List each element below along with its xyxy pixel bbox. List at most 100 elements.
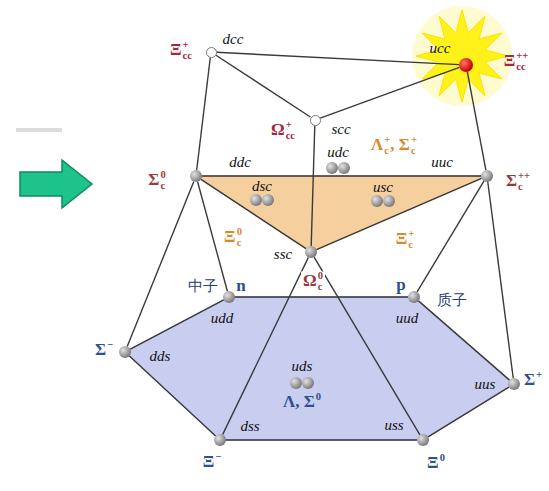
index-stack: c+ (408, 229, 414, 250)
subscript: cc (183, 51, 192, 62)
superscript: − (215, 452, 221, 463)
index-stack: c+ (411, 135, 417, 156)
quark-link (198, 182, 228, 291)
paired-state-dots: dscΞc0 (250, 194, 274, 206)
superscript: 0 (316, 392, 321, 403)
quark-link (419, 301, 510, 380)
paired-state-dots: uscΞc+ (371, 195, 395, 207)
index-stack: + (536, 370, 542, 391)
baryon-dot: uusΣ+ (508, 378, 520, 390)
quark-label: uuc (431, 154, 453, 171)
subscript: c (408, 240, 414, 251)
quark-link (417, 181, 484, 292)
baryon-dot: Σ−dds (119, 346, 131, 358)
superscript: 0 (318, 271, 323, 282)
state-dot (338, 162, 350, 174)
state-dot (302, 377, 314, 389)
particle-name: Σc++ (506, 171, 530, 192)
quark-link (488, 182, 513, 378)
quark-link (467, 72, 486, 170)
baryon-dot: dssΞ− (214, 434, 226, 446)
superscript: 0 (160, 170, 165, 181)
light-baryon-plane (125, 297, 514, 440)
index-stack: cc+ (183, 40, 192, 61)
baryon-dot: Σc0ddc (190, 170, 202, 182)
quark-label: ssc (274, 246, 292, 263)
superscript: ++ (518, 171, 530, 182)
particle-name: Λ, Σ0 (283, 392, 321, 413)
quark-label: usc (373, 179, 393, 196)
state-dot (371, 195, 383, 207)
particle-name: Σ+ (524, 370, 542, 391)
superscript: + (411, 135, 417, 146)
quark-label: ddc (229, 154, 251, 171)
quark-label: dcc (223, 31, 244, 48)
paired-state-dots: udcΛc+, Σc+ (326, 162, 350, 174)
star-glow (412, 6, 512, 106)
subscript (107, 351, 113, 362)
particle-name: p (396, 276, 405, 295)
index-stack: c+ (384, 135, 390, 156)
baryon-dot: uccΞcc++ (459, 58, 473, 72)
subscript: c (384, 146, 390, 157)
subscript: cc (286, 131, 295, 142)
state-dot (250, 194, 262, 206)
particle-name: Ξcc++ (504, 51, 529, 72)
index-stack: c0 (160, 170, 165, 191)
chinese-label: 中子 (188, 278, 218, 295)
quark-label: udc (327, 144, 349, 161)
quark-link (311, 126, 315, 247)
grey-dash (16, 128, 62, 132)
index-stack: − (215, 452, 221, 473)
quark-link (129, 356, 215, 436)
superscript: − (107, 340, 113, 351)
state-dot (383, 195, 395, 207)
state-dot (262, 194, 274, 206)
quark-link (226, 439, 417, 440)
superscript: + (408, 229, 414, 240)
subscript: c (518, 182, 530, 193)
quark-link (130, 300, 223, 349)
quark-label: udd (211, 310, 234, 327)
index-stack: 0 (316, 392, 321, 413)
quark-link (216, 55, 311, 117)
index-stack: 0 (440, 453, 445, 474)
particle-name: n (236, 277, 245, 296)
quark-label: uds (292, 358, 313, 375)
index-stack: c0 (318, 271, 323, 292)
quark-link (235, 296, 408, 297)
quark-label: scc (331, 121, 350, 138)
quark-link (202, 175, 481, 176)
quark-link (428, 387, 509, 437)
baryon-dot: ussΞ0 (417, 434, 429, 446)
charm-baryon-plane (196, 176, 487, 252)
pointer-arrow (20, 160, 92, 208)
particle-name: Λc+, Σc+ (371, 135, 417, 156)
index-stack: c++ (518, 171, 530, 192)
quark-label: dds (150, 348, 171, 365)
quark-link (217, 52, 460, 64)
particle-name: Σ− (95, 340, 113, 361)
subscript (316, 403, 321, 414)
subscript: cc (516, 62, 528, 73)
superscript: 0 (237, 227, 242, 238)
baryon-dot: sccΩcc+ (310, 115, 321, 126)
superscript: + (536, 370, 542, 381)
quark-label: ucc (430, 40, 451, 57)
quark-link (197, 58, 211, 171)
particle-name: Σc0 (148, 170, 165, 191)
subscript: c (318, 282, 323, 293)
particle-name: Ξc+ (396, 229, 415, 250)
particle-name: Ξ− (203, 452, 222, 473)
paired-state-dots: udsΛ, Σ0 (290, 377, 314, 389)
state-dot (290, 377, 302, 389)
particle-name: Ωcc+ (271, 120, 295, 141)
index-stack: cc++ (516, 51, 528, 72)
particle-name: Ξcc+ (170, 40, 192, 61)
quark-link (320, 67, 459, 118)
quark-link (314, 257, 420, 435)
particle-name: Ξ0 (427, 453, 445, 474)
